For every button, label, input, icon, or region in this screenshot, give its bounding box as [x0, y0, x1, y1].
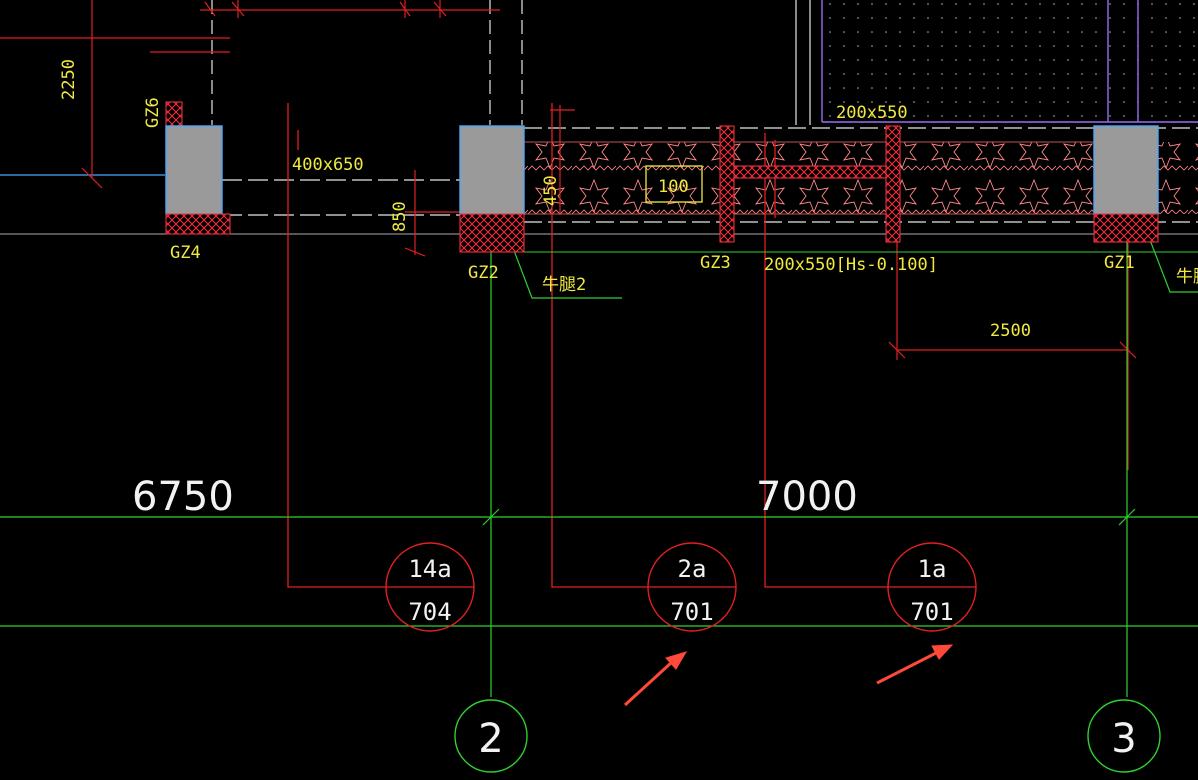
beam-200x550-top: 200x550 — [836, 103, 908, 123]
dim-7000: 7000 — [756, 474, 858, 520]
beam-400x650: 400x650 — [292, 155, 364, 175]
slab-region — [820, 0, 1198, 123]
arrow-icon — [623, 651, 688, 707]
label-gz1: GZ1 — [1104, 253, 1135, 273]
detail-tag-2a-701[interactable]: 2a 701 — [647, 542, 737, 632]
label-corbel-right: 牛腿 — [1176, 267, 1198, 287]
detail-tag-1a-701[interactable]: 1a 701 — [887, 542, 977, 632]
beam-200x550-hs: 200x550[Hs-0.100] — [764, 255, 938, 275]
detail-tag-top: 1a — [918, 555, 947, 583]
axis-bubble-2[interactable]: 2 — [454, 699, 528, 773]
axis-label: 3 — [1111, 716, 1136, 762]
column-gz2[interactable] — [459, 125, 525, 253]
column-gz3[interactable] — [719, 125, 901, 243]
label-corbel-2: 牛腿2 — [542, 275, 586, 295]
detail-tag-bottom: 704 — [408, 598, 451, 626]
column-gz1[interactable] — [1093, 125, 1159, 243]
tag-leader-lines — [287, 103, 888, 588]
arrow-icon — [876, 644, 954, 685]
dim-6750: 6750 — [132, 474, 234, 520]
column-gz6-gz4[interactable] — [165, 101, 231, 235]
dim-850: 850 — [390, 201, 410, 232]
detail-tag-14a-704[interactable]: 14a 704 — [385, 542, 475, 632]
detail-tag-bottom: 701 — [670, 598, 713, 626]
axis-bubble-3[interactable]: 3 — [1087, 699, 1161, 773]
label-gz4: GZ4 — [170, 243, 201, 263]
dim-2250: 2250 — [59, 59, 79, 100]
axis-label: 2 — [478, 716, 503, 762]
grid-lines — [0, 238, 1198, 697]
dim-450: 450 — [541, 175, 561, 206]
box-100-label: 100 — [658, 177, 689, 197]
dim-2500: 2500 — [990, 321, 1031, 341]
box-100-frame — [645, 165, 703, 203]
label-gz3: GZ3 — [700, 253, 731, 273]
detail-tag-top: 14a — [408, 555, 451, 583]
dimension-lines — [81, 0, 1137, 470]
label-gz2: GZ2 — [468, 263, 499, 283]
detail-tag-bottom: 701 — [910, 598, 953, 626]
label-gz6: GZ6 — [143, 97, 163, 128]
detail-tag-top: 2a — [678, 555, 707, 583]
beam-outline-lines — [0, 0, 1198, 235]
